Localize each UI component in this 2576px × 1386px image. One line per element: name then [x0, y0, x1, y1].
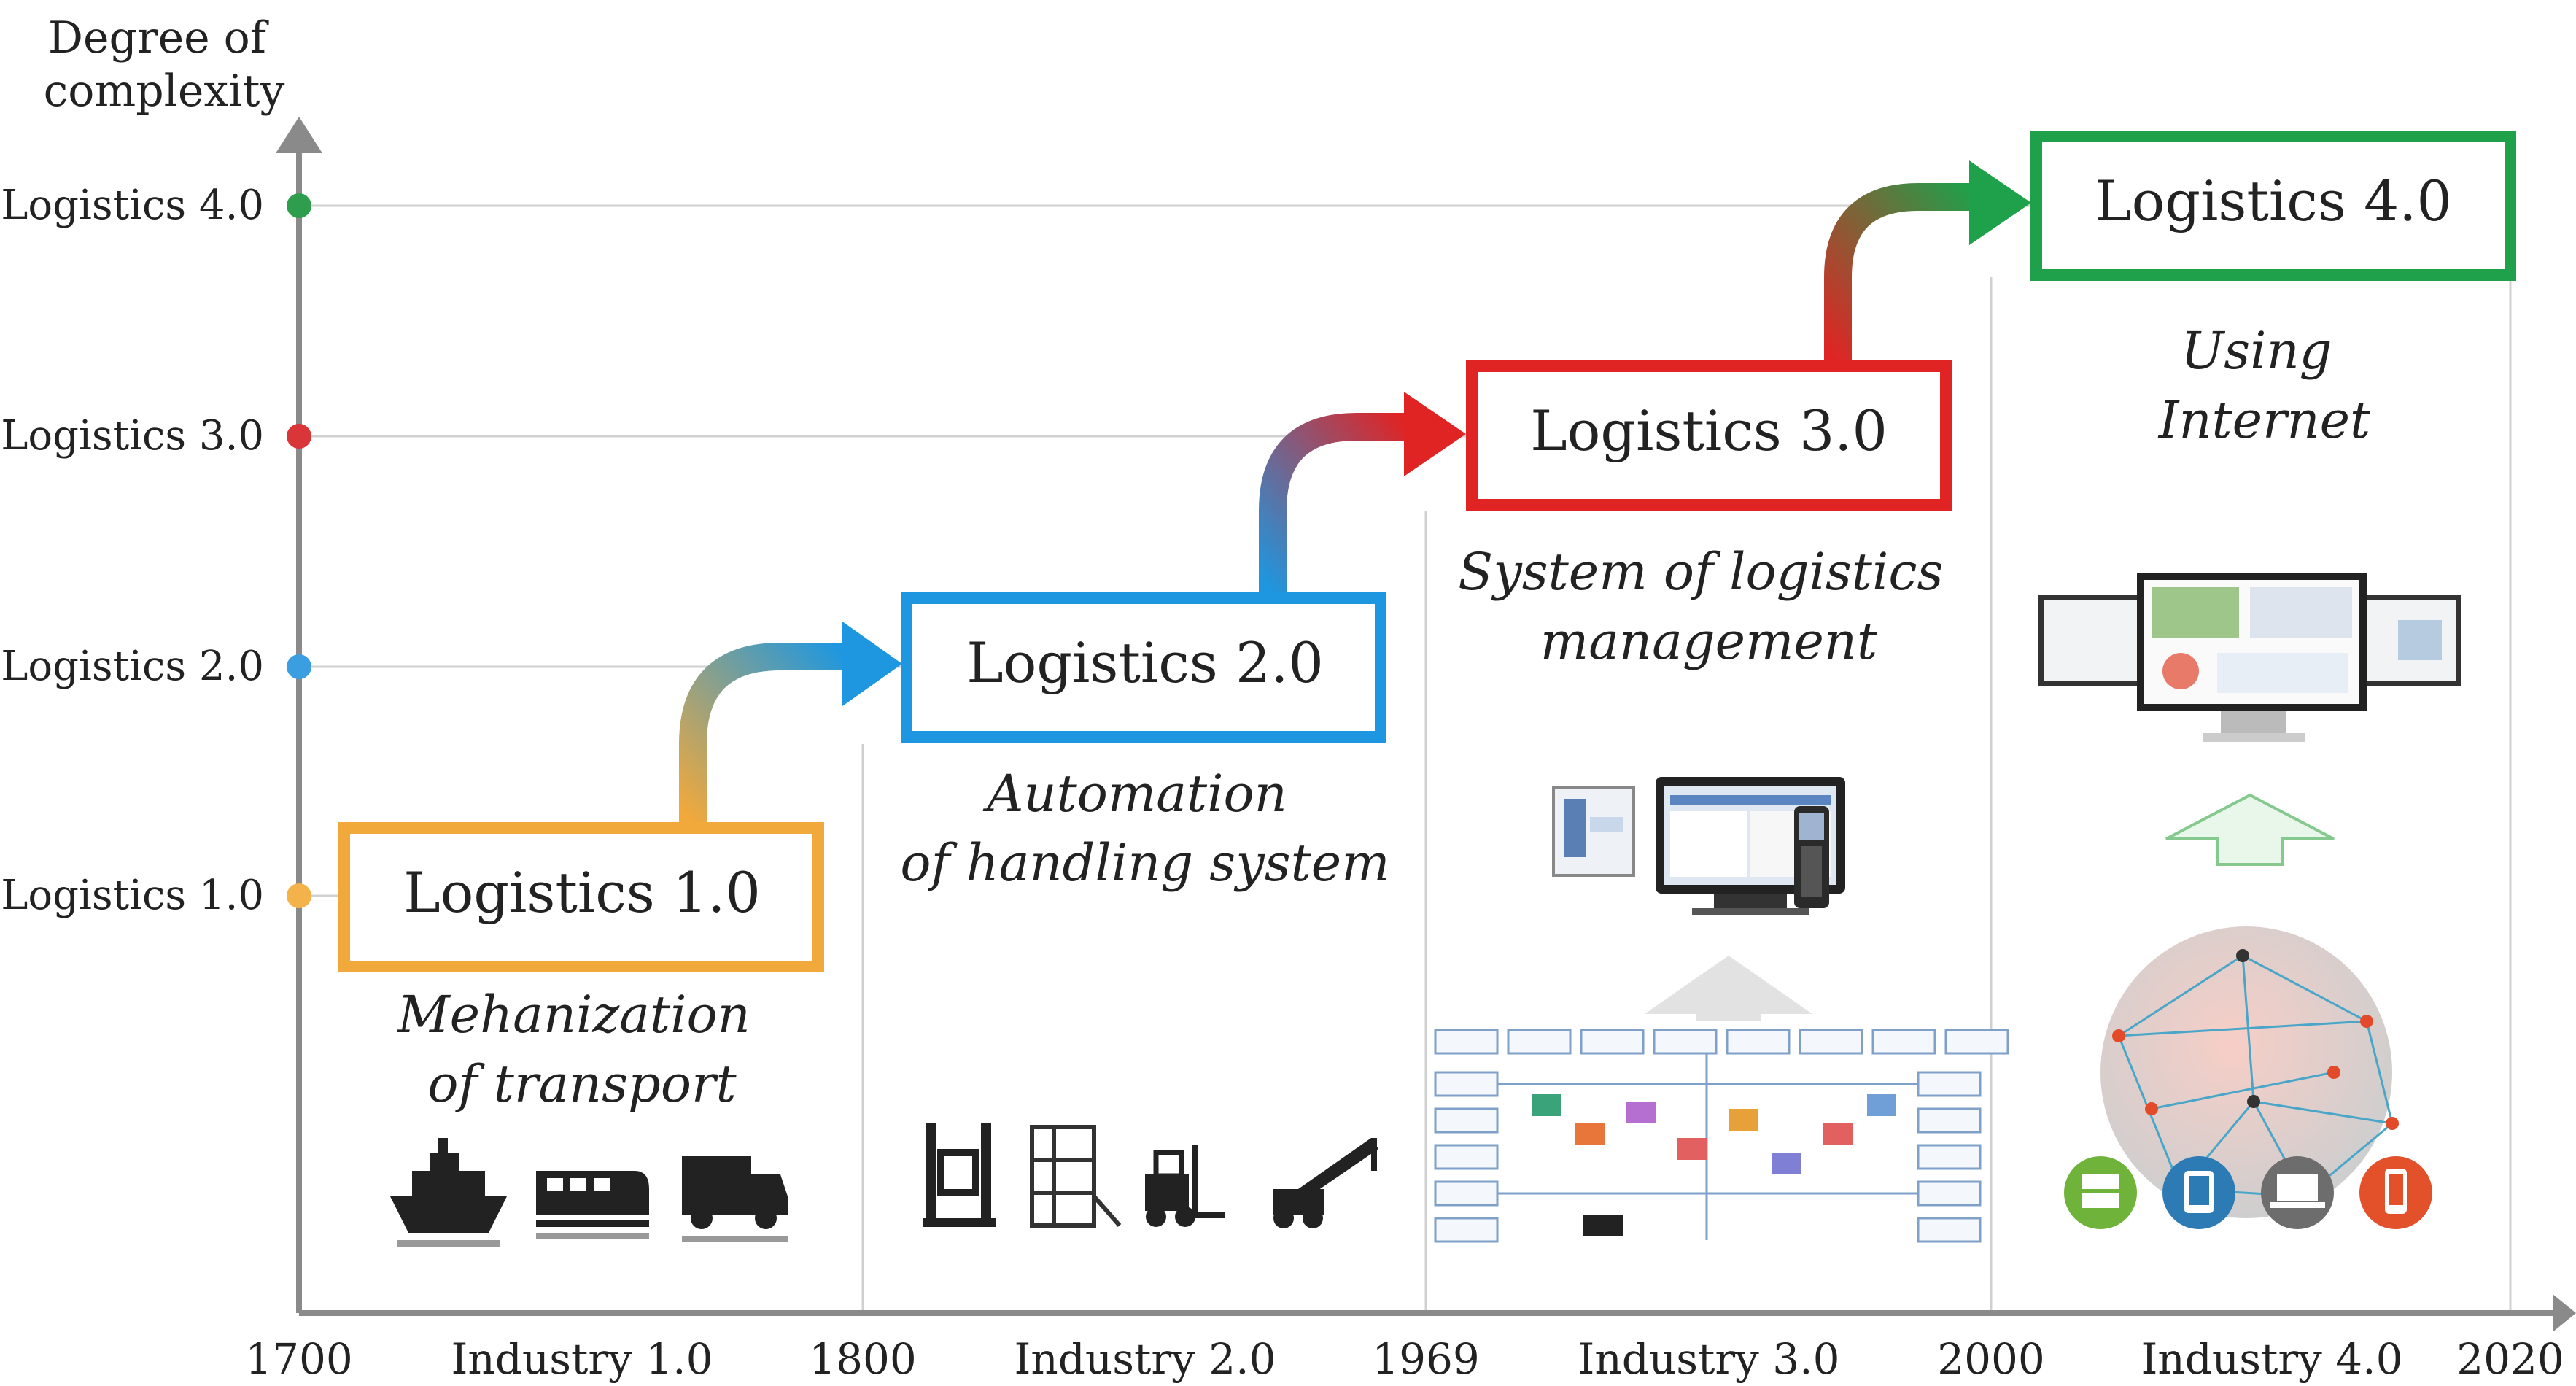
x-axis-arrow-icon: [2553, 1294, 2576, 1332]
year-1800: 1800: [809, 1334, 917, 1384]
crane-icon: [1273, 1138, 1378, 1228]
stage-box-4: Logistics 4.0: [2030, 131, 2516, 281]
stage-box-2: Logistics 2.0: [901, 592, 1386, 743]
stage-1-title: Logistics 1.0: [403, 860, 761, 925]
level-label-4: Logistics 4.0: [1, 182, 264, 229]
stage-arrows: [679, 160, 2031, 824]
era-industry-2: Industry 2.0: [1015, 1334, 1276, 1384]
level-label-1: Logistics 1.0: [1, 872, 264, 919]
phone-icon: [2359, 1156, 2432, 1229]
level-1-marker: [287, 883, 311, 908]
year-1969: 1969: [1372, 1334, 1480, 1384]
year-2020: 2020: [2456, 1334, 2564, 1384]
stage-3-title: Logistics 3.0: [1530, 398, 1888, 463]
stage-3-description: System of logistics management: [1458, 542, 1959, 671]
level-4-marker: [287, 193, 311, 218]
guide-lines: [299, 204, 2513, 897]
stage-4-title: Logistics 4.0: [2095, 169, 2452, 233]
up-arrow-3-icon: [1645, 956, 1812, 1021]
stage-4-description: Using Internet: [2157, 321, 2371, 450]
level-2-marker: [287, 654, 311, 679]
stage-2-title: Logistics 2.0: [966, 630, 1324, 695]
year-2000: 2000: [1937, 1334, 2045, 1384]
tablet-icon: [2162, 1156, 2235, 1229]
x-axis-labels: 1700 1800 1969 2000 2020 Industry 1.0 In…: [245, 1334, 2564, 1384]
logistics-flowchart-icon: [1434, 1029, 2009, 1243]
era-industry-3: Industry 3.0: [1578, 1334, 1840, 1384]
laptop-icon: [2261, 1156, 2334, 1229]
server-icon: [2064, 1156, 2137, 1229]
forklift-front-icon: [923, 1123, 996, 1227]
y-axis-title: Degree of complexity: [44, 12, 285, 117]
year-1700: 1700: [245, 1334, 353, 1384]
era-industry-1: Industry 1.0: [451, 1334, 713, 1384]
stage-box-1: Logistics 1.0: [338, 822, 824, 972]
up-arrow-4-icon: [2165, 793, 2335, 866]
ship-icon: [390, 1138, 507, 1247]
arrow-head-3-icon: [1969, 160, 2031, 245]
train-icon: [536, 1171, 649, 1239]
monitors-icon: [2038, 573, 2461, 742]
arrow-head-2-icon: [1404, 392, 1466, 476]
globe-network-icon: [2100, 926, 2399, 1218]
level-labels: Logistics 4.0 Logistics 3.0 Logistics 2.…: [1, 182, 311, 919]
stage-2-description: Automation of handling system: [900, 764, 1389, 893]
y-axis-arrow-icon: [276, 117, 322, 153]
era-industry-4: Industry 4.0: [2141, 1334, 2403, 1384]
truck-icon: [682, 1156, 788, 1242]
computer-terminal-icon: [1552, 777, 1845, 915]
level-label-2: Logistics 2.0: [1, 643, 264, 690]
era-dividers: [861, 277, 2512, 1312]
level-3-marker: [287, 424, 311, 449]
axes: [276, 117, 2576, 1332]
forklift-icon: [1145, 1145, 1225, 1227]
warehouse-rack-icon: [1030, 1125, 1122, 1228]
stage-1-description: Mehanization of transport: [396, 985, 767, 1114]
level-label-3: Logistics 3.0: [1, 412, 264, 460]
arrow-head-1-icon: [842, 622, 902, 706]
stage-box-3: Logistics 3.0: [1466, 360, 1952, 511]
